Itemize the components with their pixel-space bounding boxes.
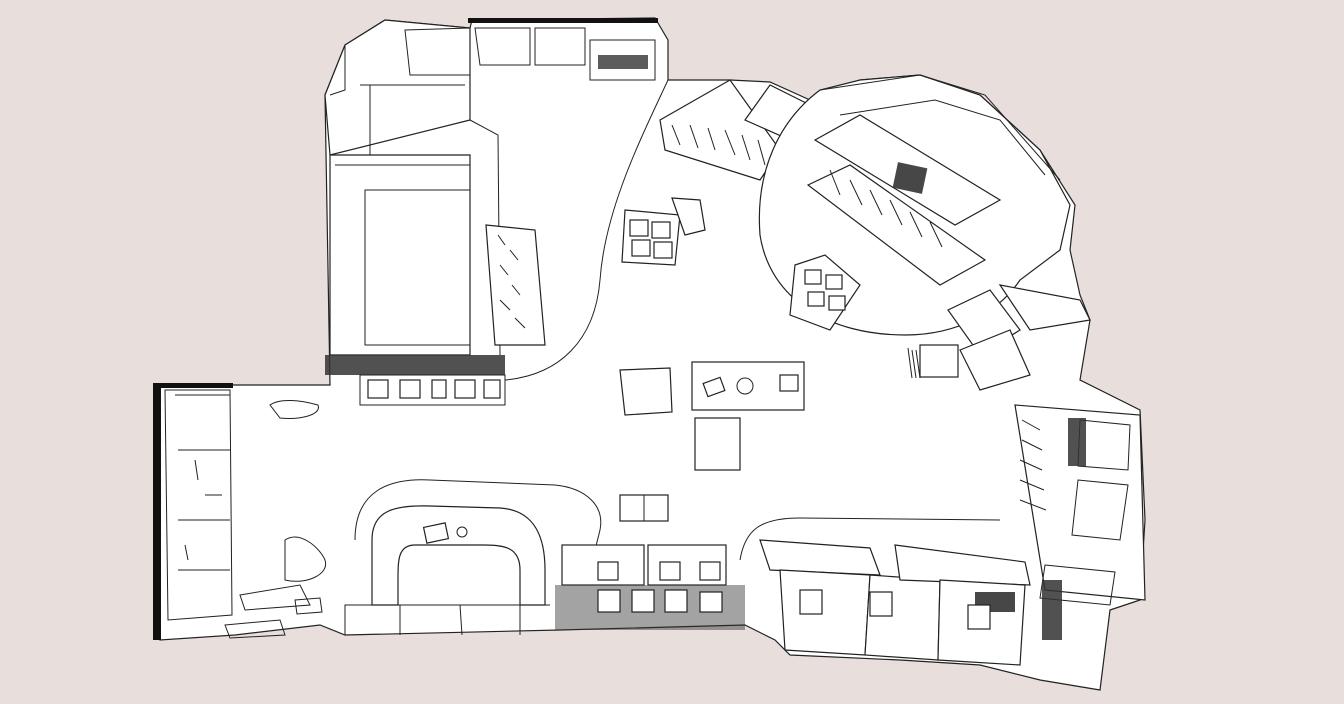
entrance-windows [468,18,658,81]
curved-counter [344,479,602,636]
floor-edge-curve [504,79,669,381]
upper-left-room [324,19,501,356]
lower-sofas [555,544,745,630]
center-furniture [619,361,805,522]
lower-left-room [164,389,327,639]
left-wall [153,383,233,640]
right-window-racks [1014,404,1146,640]
fitting-rooms [739,517,1031,666]
upper-right-rotunda [758,74,1071,336]
shoe-display [325,224,546,406]
lounge-seating [621,197,706,266]
right-armchairs [907,284,1091,391]
